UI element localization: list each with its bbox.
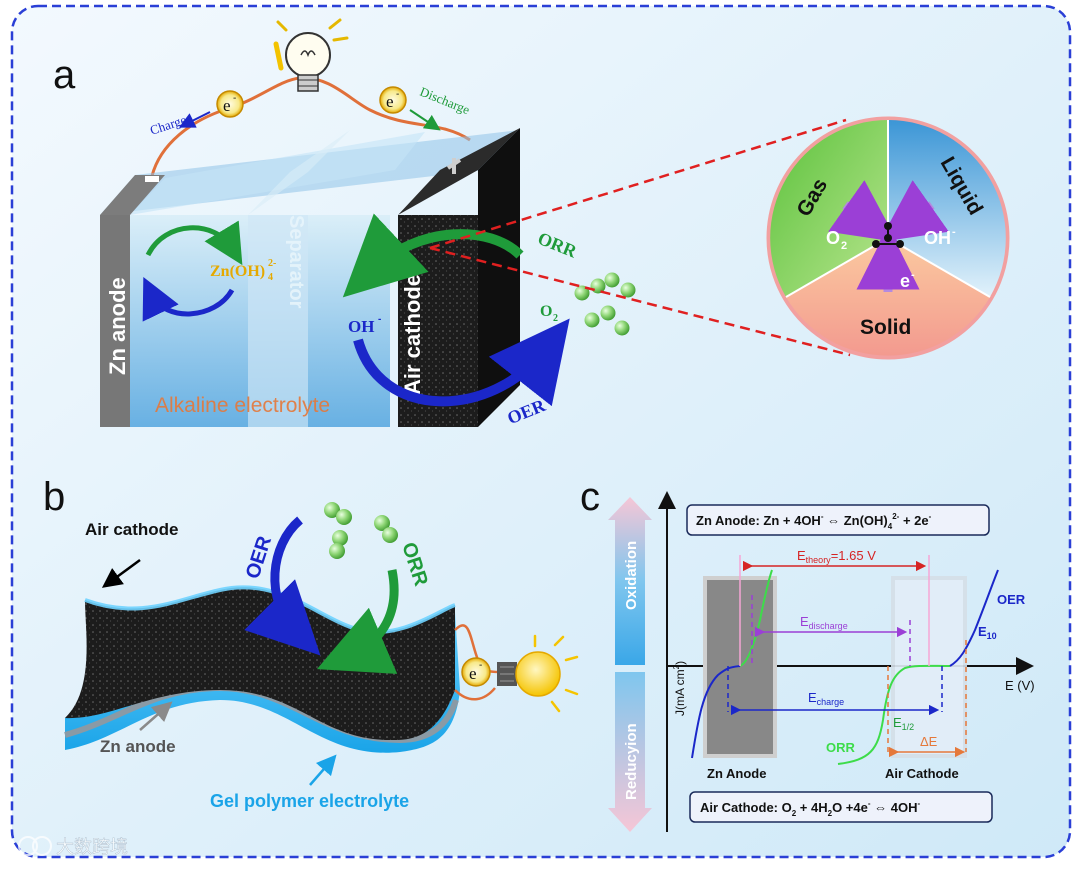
svg-text:Zn(OH): Zn(OH) xyxy=(210,263,265,280)
panel-c-letter: c xyxy=(580,475,600,519)
tp-o2-label: O 2 xyxy=(826,228,847,252)
b-wire-bottom xyxy=(454,687,496,701)
svg-text:-: - xyxy=(952,226,956,238)
svg-text:O: O xyxy=(540,303,552,320)
zn-anode-plate xyxy=(100,215,130,427)
b-zn-anode-label: Zn anode xyxy=(100,737,176,756)
y-axis-label: J(mA cm2) xyxy=(672,661,687,716)
lightbulb-icon xyxy=(273,18,349,92)
e-charge-label: Echarge xyxy=(808,690,844,707)
panel-a-letter: a xyxy=(53,53,76,97)
panel-b-letter: b xyxy=(43,475,65,519)
oer-arrow xyxy=(353,318,570,407)
separator xyxy=(248,215,308,427)
svg-text:2-: 2- xyxy=(268,258,276,269)
e-half-label: E1/2 xyxy=(893,715,914,732)
air-cathode-reaction-box: Air Cathode: O2 + 4H2O +4e- ⇔ 4OH- xyxy=(689,791,993,823)
zn-reduction-curve xyxy=(691,665,741,759)
air-cathode-sheet xyxy=(65,587,455,741)
panel-a: a e - e - Charge Discharge xyxy=(53,18,1010,428)
b-electron-icon: e - xyxy=(461,657,491,687)
delta-e-label: ΔE xyxy=(920,734,938,749)
oxygen-molecules xyxy=(574,272,636,336)
oxidation-label: Oxidation xyxy=(623,541,640,610)
electron-discharge-icon: e - xyxy=(379,86,407,114)
e-theory-label: Etheory=1.65 V xyxy=(797,548,876,565)
electron-charge-icon: e - xyxy=(216,90,244,118)
zn-oxidation-curve xyxy=(739,569,773,667)
c-zn-anode-label: Zn Anode xyxy=(707,766,766,781)
svg-text:-: - xyxy=(911,269,915,281)
e10-label: E10 xyxy=(978,624,997,641)
tp-e-label: e - xyxy=(900,269,915,291)
minus-terminal-icon xyxy=(145,176,159,182)
zn-charge-arrow xyxy=(142,276,235,322)
svg-text:2: 2 xyxy=(841,240,847,252)
b-oer-arrow xyxy=(244,516,321,656)
panel-b: b e - OER ORR xyxy=(43,475,579,811)
x-axis-label: E (V) xyxy=(1005,678,1035,693)
svg-text:2: 2 xyxy=(553,313,558,324)
svg-text:-: - xyxy=(233,93,236,104)
b-air-cathode-pointer xyxy=(101,558,141,588)
c-oer-label: OER xyxy=(997,592,1026,607)
svg-text:Air Cathode: O2 + 4H2O +4e- ⇔: Air Cathode: O2 + 4H2O +4e- ⇔ 4OH- xyxy=(700,799,921,818)
air-cathode-label: Air cathode xyxy=(400,274,425,395)
c-air-cathode-label: Air Cathode xyxy=(885,766,959,781)
triple-phase-boundary: Gas Liquid Solid O 2 OH - e - xyxy=(766,116,1010,360)
zoom-line-bottom xyxy=(429,246,851,357)
alkaline-electrolyte-label: Alkaline electrolyte xyxy=(155,394,330,417)
svg-text:O: O xyxy=(826,228,840,248)
svg-text:e: e xyxy=(386,92,394,111)
charge-arrow xyxy=(178,111,211,128)
watermark: 大数跨境 xyxy=(18,836,128,857)
solid-sector xyxy=(786,238,990,356)
b-lightbulb-icon xyxy=(497,634,579,713)
plus-terminal-icon xyxy=(446,158,462,174)
o2-label: O 2 xyxy=(540,303,558,324)
oer-curve xyxy=(949,569,999,667)
svg-text:-: - xyxy=(479,660,482,671)
b-orr-arrow xyxy=(316,569,399,674)
b-zn-anode-pointer xyxy=(139,701,173,731)
orr-curve xyxy=(837,664,951,765)
reduction-label: Reducyion xyxy=(623,723,640,800)
zincate-label: Zn(OH) 4 2- xyxy=(210,258,276,283)
svg-text:OH: OH xyxy=(348,317,374,336)
svg-text:e: e xyxy=(223,96,231,115)
svg-text:OH: OH xyxy=(924,228,951,248)
b-air-cathode-label: Air cathode xyxy=(85,520,179,539)
discharge-arrow xyxy=(409,109,441,131)
e-discharge-label: Edischarge xyxy=(800,614,848,631)
svg-text:e: e xyxy=(469,664,477,683)
svg-text:-: - xyxy=(378,314,381,325)
svg-text:-: - xyxy=(396,89,399,100)
c-orr-label: ORR xyxy=(826,740,856,755)
solid-label: Solid xyxy=(860,316,911,339)
svg-text:Zn Anode: Zn + 4OH- ⇔ Zn(OH)4: Zn Anode: Zn + 4OH- ⇔ Zn(OH)42- + 2e- xyxy=(696,512,932,531)
b-oxygen-molecules xyxy=(324,502,398,559)
zn-anode-reaction-box: Zn Anode: Zn + 4OH- ⇔ Zn(OH)42- + 2e- xyxy=(686,504,990,536)
oxidation-arrow xyxy=(608,497,652,665)
tp-oh-label: OH - xyxy=(924,226,956,248)
svg-text:大数跨境: 大数跨境 xyxy=(56,837,128,857)
zoom-line-top xyxy=(429,118,847,250)
zn-discharge-arrow xyxy=(145,220,243,266)
panel-c: c Oxidation Reducyion Zn Anode: Zn + 4OH… xyxy=(580,475,1035,832)
svg-text:4: 4 xyxy=(268,272,273,283)
zn-anode-label: Zn anode xyxy=(105,277,130,375)
b-gel-pointer xyxy=(309,754,337,786)
separator-label: Separator xyxy=(285,215,307,309)
reduction-arrow xyxy=(608,672,652,832)
hydroxide-label: OH - xyxy=(348,314,381,336)
svg-text:e: e xyxy=(900,271,910,291)
b-gel-label: Gel polymer electrolyte xyxy=(210,791,409,811)
orr-arrow xyxy=(342,213,524,298)
